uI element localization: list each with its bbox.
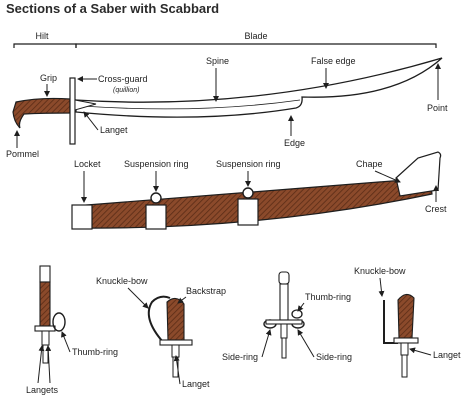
false-edge-label: False edge [311,56,356,66]
side-ring-2-label: Side-ring [316,352,352,362]
hilt-2-knuckle-bow [147,295,171,343]
backstrap-label: Backstrap [186,286,226,296]
hilt-4-guard [393,337,419,344]
suspension-ring-2-label: Suspension ring [216,159,281,169]
spine-label: Spine [206,56,229,66]
saber-langet [74,99,97,111]
langet-label: Langet [100,125,128,135]
suspension-ring-1 [150,192,162,204]
suspension-ring-1-label: Suspension ring [124,159,189,169]
hilt-bracket [13,43,77,48]
chape-label: Chape [356,159,383,169]
hilt-1-thumb-ring [52,312,66,332]
saber-blade [75,57,443,118]
scabbard-chape [395,151,442,197]
quillion-label: (quillion) [113,87,139,94]
locket-label: Locket [74,159,101,169]
scabbard-drawing [71,151,442,230]
saber-fuller [81,99,301,110]
side-ring-1-label: Side-ring [222,352,258,362]
hilt-detail-1 [34,265,66,364]
hilt-1-blade [42,344,49,364]
suspension-ring-2 [242,187,254,199]
hilt-4-grip [397,293,415,339]
edge-label: Edge [284,138,305,148]
hilt-detail-3 [263,271,305,359]
scabbard-band-1 [145,204,167,230]
hilt-1-grip [39,281,51,327]
point-label: Point [427,103,448,113]
scabbard-band-2 [237,198,259,226]
knuckle-bow-1-label: Knuckle-bow [96,276,148,286]
hilt-3-grip [279,283,289,321]
saber-cross-guard [69,77,76,145]
blade-bracket [75,43,437,48]
hilt-3-langet [280,323,288,339]
pommel-label: Pommel [6,149,39,159]
hilt-4-langet [400,342,409,356]
saber-drawing [12,57,443,145]
hilt-detail-2 [147,295,193,378]
grip-label: Grip [40,73,57,83]
langets-label: Langets [26,385,59,395]
hilt-3-pommel [278,271,290,285]
blade-label: Blade [244,31,267,41]
hilt-1-pommel [39,265,51,283]
langet-3-label: Langet [433,350,461,360]
diagram-title: Sections of a Saber with Scabbard [6,1,220,16]
saber-grip [12,97,71,129]
hilt-1-guard [34,325,56,332]
hilt-detail-4 [383,293,419,378]
hilt-3-guard [265,319,303,325]
hilt-2-langet [171,344,180,358]
thumb-ring-1-label: Thumb-ring [72,347,118,357]
cross-guard-label: Cross-guard [98,74,148,84]
crest-label: Crest [425,204,447,214]
hilt-2-grip [166,297,185,341]
hilt-label: Hilt [36,31,49,41]
langet-2-label: Langet [182,379,210,389]
hilt-3-blade [281,337,287,359]
scabbard-locket [71,204,93,230]
thumb-ring-2-label: Thumb-ring [305,292,351,302]
knuckle-bow-2-label: Knuckle-bow [354,266,406,276]
hilt-2-guard [159,339,193,346]
hilt-4-blade [401,354,408,378]
hilt-3-thumb-ring [291,309,303,319]
hilt-4-knuckle-bow [383,300,398,344]
hilt-1-langets [41,330,50,346]
